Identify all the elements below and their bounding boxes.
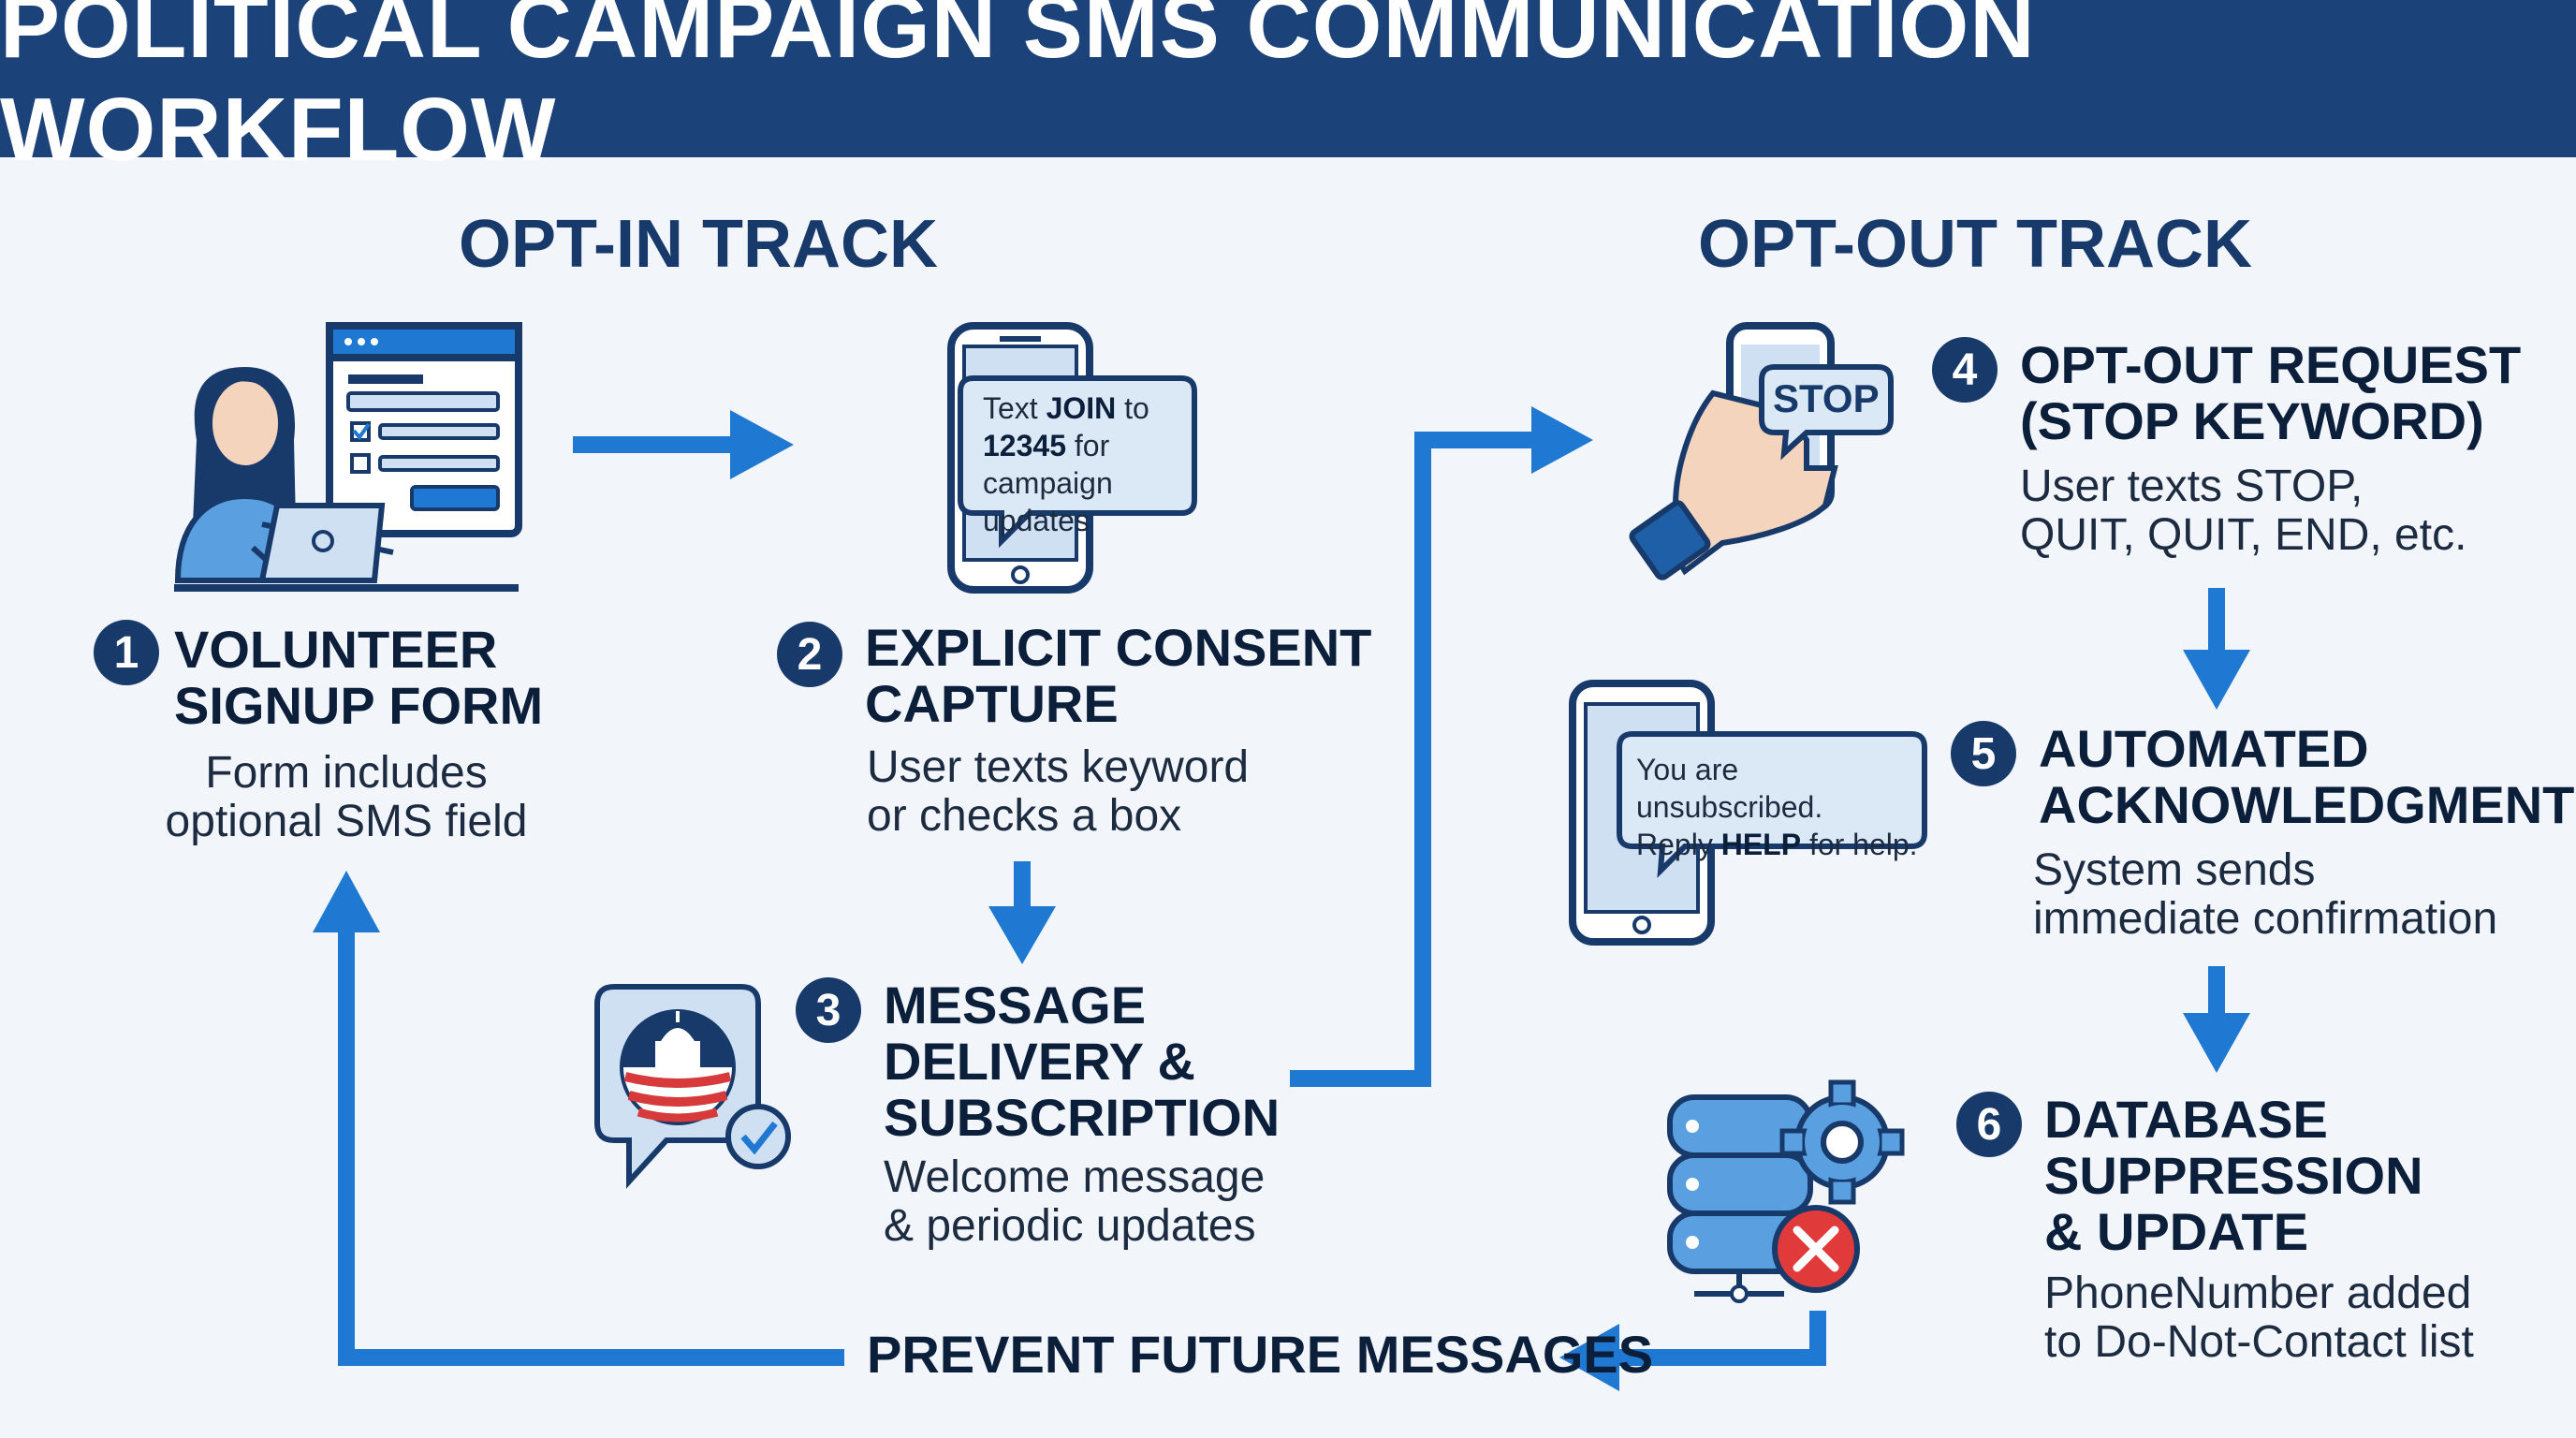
unsubscribed-phone-icon	[1569, 680, 1927, 946]
step-1-badge: 1	[94, 620, 159, 685]
stop-bubble-text: STOP	[1773, 376, 1880, 420]
arrow-1-to-2	[573, 410, 794, 479]
consent-phone-icon	[947, 322, 1197, 594]
prevent-future-messages-label: PREVENT FUTURE MESSAGES	[867, 1325, 1654, 1384]
step-4-title: OPT-OUT REQUEST(STOP KEYWORD)	[2020, 335, 2522, 450]
step-5-badge: 5	[1951, 721, 2016, 786]
step-3-desc: Welcome message& periodic updates	[884, 1152, 1266, 1251]
database-suppression-icon	[1667, 1079, 1905, 1303]
error-x-icon	[1772, 1205, 1860, 1293]
arrow-5-to-6	[2183, 966, 2250, 1073]
step-4-desc: User texts STOP,QUIT, QUIT, END, etc.	[2020, 462, 2467, 560]
arrow-4-to-5	[2183, 588, 2250, 710]
volunteer-laptop-icon	[174, 322, 522, 592]
header-bar: POLITICAL CAMPAIGN SMS COMMUNICATION WOR…	[0, 0, 2576, 180]
gear-icon	[1779, 1079, 1905, 1205]
arrow-2-to-3	[988, 861, 1056, 964]
stop-phone-hand-icon	[1629, 322, 1894, 580]
step-3-badge: 3	[796, 977, 861, 1043]
join-bubble-text: Text JOIN to 12345 for campaign updates	[983, 391, 1149, 537]
step-4-badge: 4	[1932, 337, 1998, 403]
step-6-badge: 6	[1956, 1092, 2022, 1157]
unsubscribed-bubble-text: You are unsubscribed. Reply HELP for hel…	[1636, 753, 1918, 861]
arrow-6-to-bottom	[1559, 1311, 1826, 1391]
arrow-bottom-to-1	[313, 871, 844, 1366]
arrow-3-to-4	[1290, 406, 1593, 1087]
page-title: POLITICAL CAMPAIGN SMS COMMUNICATION WOR…	[0, 0, 2036, 180]
opt-in-track-title: OPT-IN TRACK	[459, 207, 938, 282]
opt-out-track-title: OPT-OUT TRACK	[1698, 207, 2252, 282]
step-2-badge: 2	[777, 622, 842, 687]
message-delivery-icon	[594, 984, 791, 1189]
